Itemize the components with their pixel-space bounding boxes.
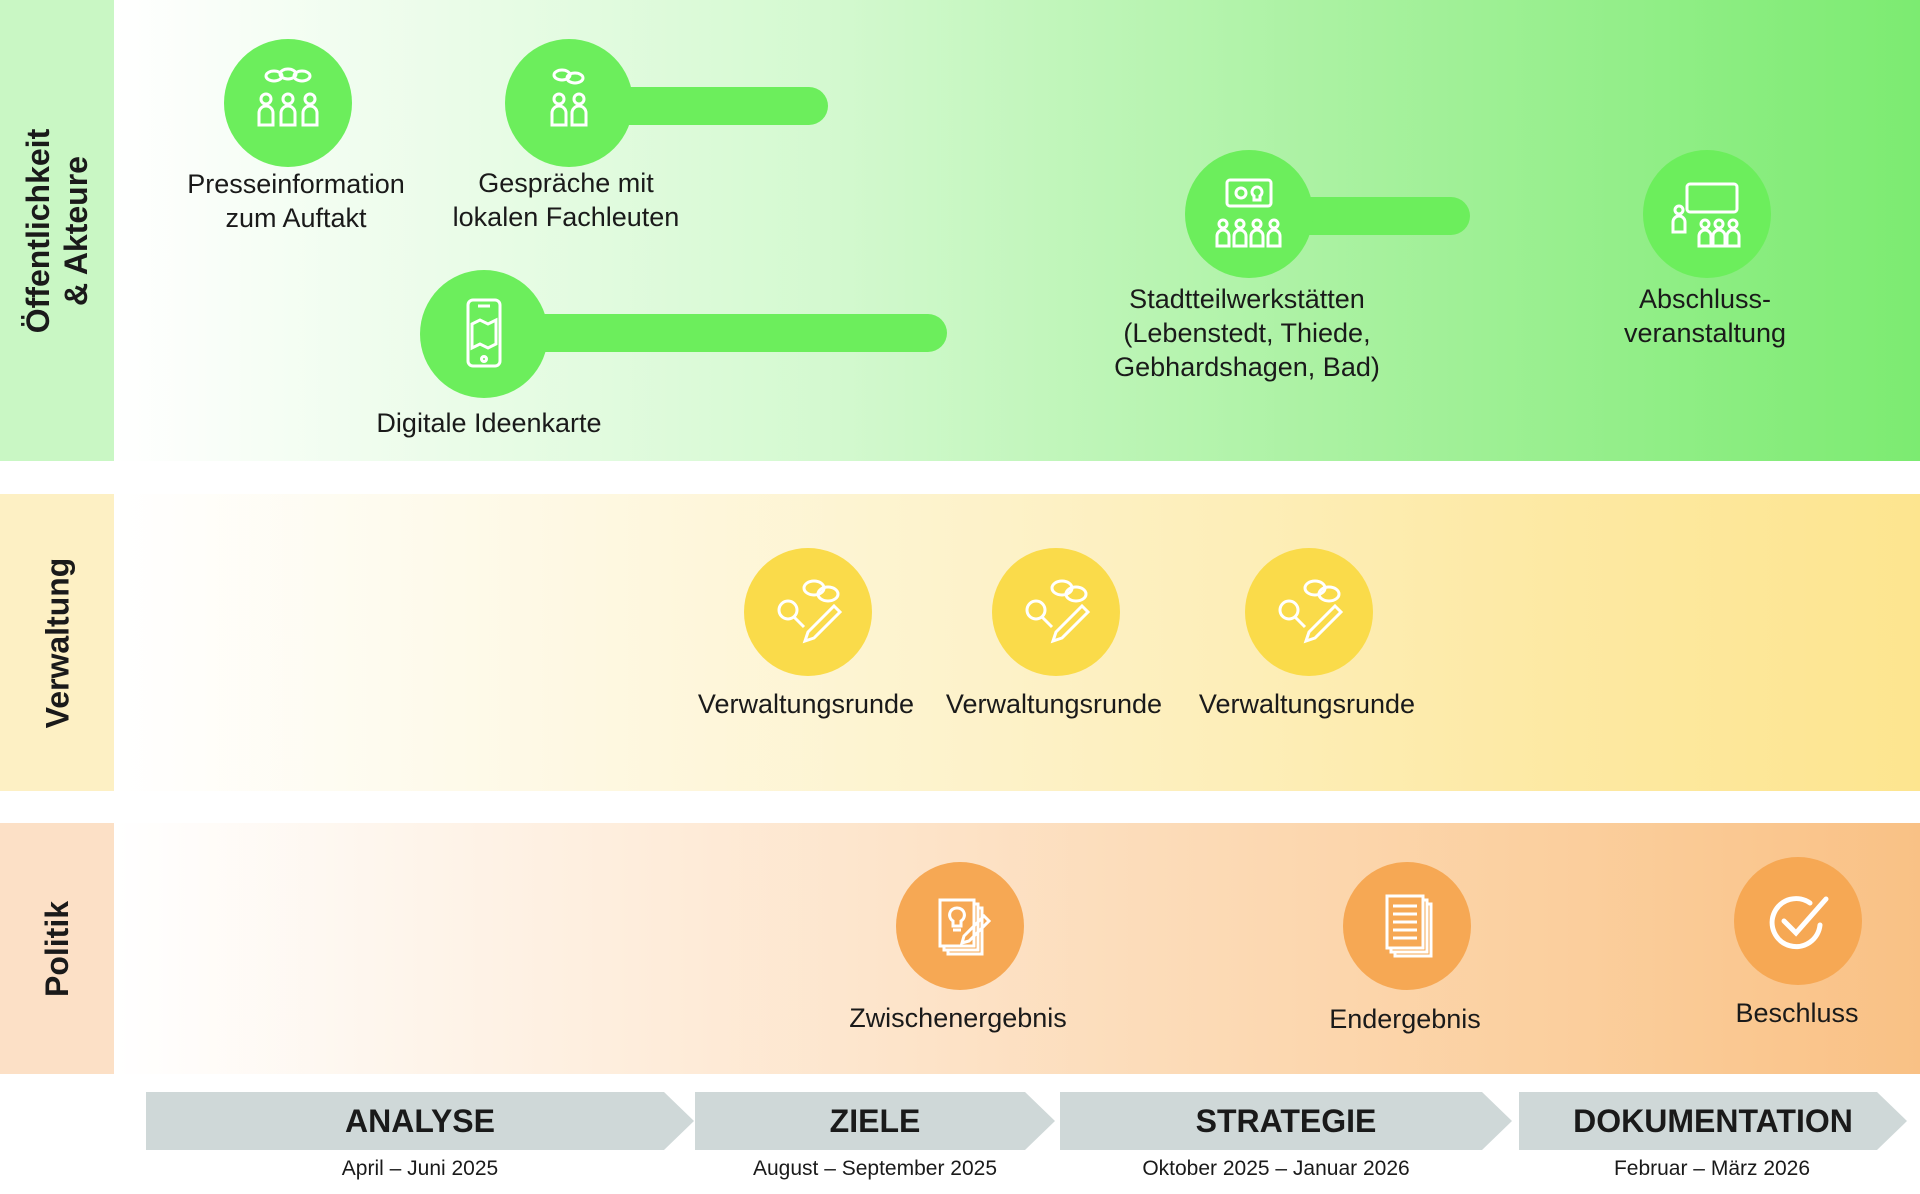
discussion-search-pen-icon bbox=[744, 548, 872, 676]
phase-label-ziele: ZIELE bbox=[829, 1102, 921, 1139]
item-caption-abschluss: Abschluss- veranstaltung bbox=[1623, 284, 1787, 348]
lane-title-oeffentlichkeit: Öffentlichkeit & Akteure bbox=[20, 128, 94, 333]
item-caption-presseinformation: Presseinformation zum Auftakt bbox=[187, 169, 405, 233]
phase-label-analyse: ANALYSE bbox=[345, 1102, 495, 1139]
item-caption-verwaltungsrunde-3: Verwaltungsrunde bbox=[1198, 689, 1416, 719]
item-caption-zwischenergebnis: Zwischenergebnis bbox=[849, 1003, 1067, 1033]
item-caption-endergebnis: Endergebnis bbox=[1329, 1004, 1481, 1034]
phase-date-analyse: April – Juni 2025 bbox=[341, 1157, 499, 1180]
smartphone-map-icon bbox=[420, 270, 548, 398]
group-meeting-icon bbox=[224, 39, 352, 167]
lane-label-politik: Politik bbox=[0, 823, 114, 1074]
phase-label-strategie: STRATEGIE bbox=[1195, 1102, 1377, 1139]
lane-title-verwaltung: Verwaltung bbox=[39, 557, 76, 728]
lane-label-oeffentlichkeit: Öffentlichkeit & Akteure bbox=[0, 0, 114, 461]
talking-people-icon bbox=[505, 39, 633, 167]
document-stack-icon bbox=[1343, 862, 1471, 990]
discussion-search-pen-icon bbox=[992, 548, 1120, 676]
timeline-bar-ideenkarte bbox=[480, 314, 947, 352]
item-caption-gespraeche: Gespräche mit lokalen Fachleuten bbox=[452, 168, 680, 232]
item-caption-beschluss: Beschluss bbox=[1735, 998, 1859, 1028]
phase-arrow-strategie: STRATEGIE bbox=[1060, 1092, 1512, 1150]
lane-title-politik: Politik bbox=[38, 900, 75, 997]
phase-date-dokumentation: Februar – März 2026 bbox=[1613, 1157, 1811, 1180]
discussion-search-pen-icon bbox=[1245, 548, 1373, 676]
phase-arrow-analyse: ANALYSE bbox=[146, 1092, 694, 1150]
phase-arrow-ziele: ZIELE bbox=[695, 1092, 1055, 1150]
phase-label-dokumentation: DOKUMENTATION bbox=[1573, 1102, 1853, 1139]
lane-band-oeffentlichkeit bbox=[114, 0, 1920, 461]
phase-date-strategie: Oktober 2025 – Januar 2026 bbox=[1142, 1157, 1410, 1180]
lane-label-verwaltung: Verwaltung bbox=[0, 494, 114, 791]
phase-arrow-dokumentation: DOKUMENTATION bbox=[1519, 1092, 1907, 1150]
phase-date-ziele: August – September 2025 bbox=[752, 1157, 998, 1180]
item-caption-verwaltungsrunde-1: Verwaltungsrunde bbox=[697, 689, 915, 719]
item-caption-ideenkarte: Digitale Ideenkarte bbox=[376, 408, 602, 438]
workshop-presentation-icon bbox=[1185, 150, 1313, 278]
audience-screen-icon bbox=[1643, 150, 1771, 278]
idea-document-pen-icon bbox=[896, 862, 1024, 990]
item-caption-werkstaetten: Stadtteilwerkstätten (Lebenstedt, Thiede… bbox=[1114, 284, 1380, 382]
item-caption-verwaltungsrunde-2: Verwaltungsrunde bbox=[945, 689, 1163, 719]
checkmark-icon bbox=[1734, 857, 1862, 985]
